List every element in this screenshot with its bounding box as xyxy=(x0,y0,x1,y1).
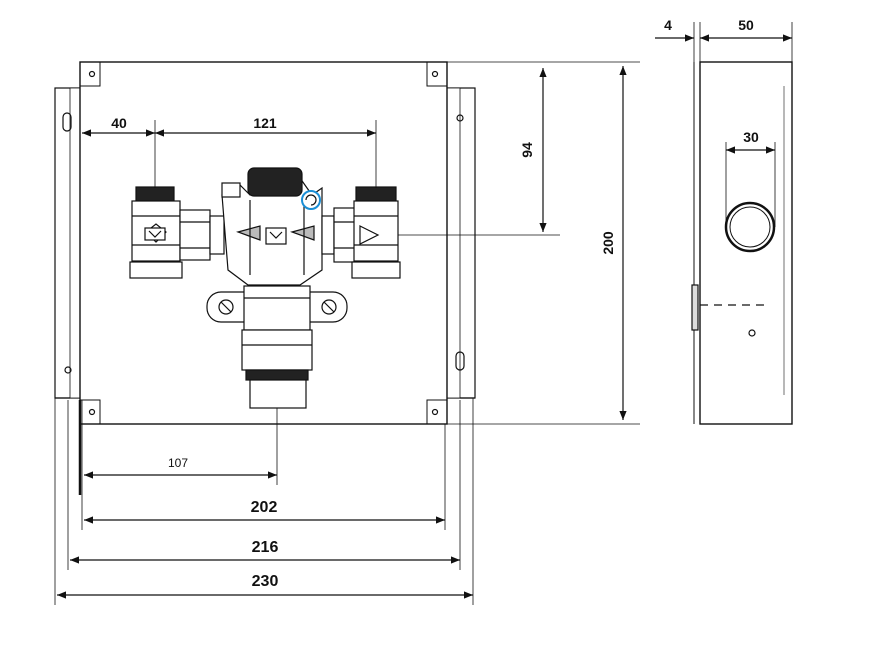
side-outlet-icon xyxy=(724,201,776,253)
mounting-slot-left xyxy=(62,112,72,132)
mixing-valve-body xyxy=(221,167,323,286)
left-union xyxy=(179,209,225,261)
mounting-slot-right xyxy=(455,351,465,371)
dim-label-202: 202 xyxy=(251,499,278,516)
dim-label-30: 30 xyxy=(743,129,759,145)
right-shutoff-valve xyxy=(351,186,401,279)
temperature-indicator-icon xyxy=(301,190,321,210)
dim-label-216: 216 xyxy=(252,539,279,556)
left-shutoff-valve xyxy=(129,186,183,279)
mixed-water-outlet xyxy=(241,285,313,409)
dim-label-50: 50 xyxy=(738,17,754,33)
side-view xyxy=(655,22,793,425)
front-view xyxy=(54,61,640,605)
valve-assembly xyxy=(129,167,560,485)
dim-label-4: 4 xyxy=(664,17,672,33)
dim-label-107: 107 xyxy=(168,456,188,470)
dim-label-94: 94 xyxy=(519,142,535,158)
dim-label-200: 200 xyxy=(600,231,616,255)
dim-label-230: 230 xyxy=(252,573,279,590)
right-union xyxy=(321,207,357,263)
mounting-hole xyxy=(64,366,72,374)
mounting-hole xyxy=(456,114,464,122)
dim-label-121: 121 xyxy=(253,115,277,131)
dim-label-40: 40 xyxy=(111,115,127,131)
